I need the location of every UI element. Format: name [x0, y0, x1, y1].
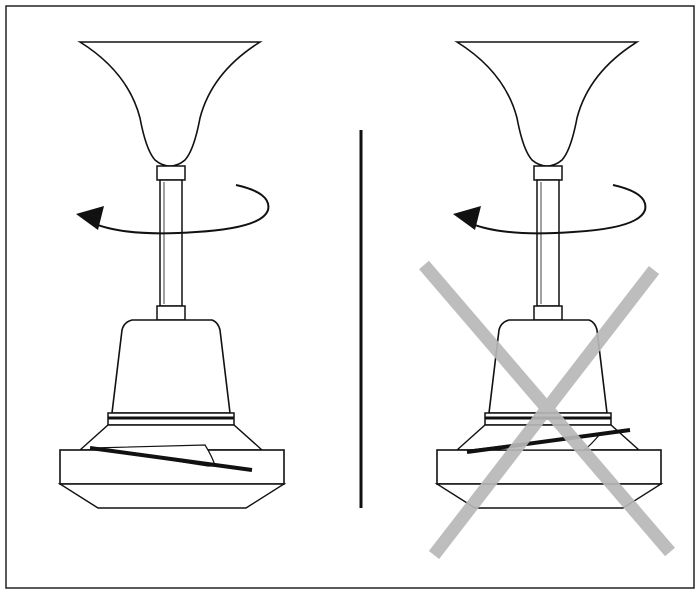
diagram-border	[5, 5, 695, 589]
right-collar-bottom	[533, 305, 563, 321]
right-downrod	[536, 179, 560, 307]
right-rotation-arrow	[460, 184, 647, 235]
left-motor-housing	[111, 319, 231, 414]
right-blade-edge	[466, 428, 631, 454]
left-collar-bottom	[156, 305, 186, 321]
right-fan-panel	[419, 41, 675, 559]
right-canopy	[454, 41, 640, 167]
left-blade-edge	[89, 446, 253, 472]
cross-out-icon	[419, 260, 675, 559]
right-arrowhead-icon	[453, 206, 481, 230]
left-canopy	[77, 41, 263, 167]
left-downrod	[159, 179, 183, 307]
left-arrowhead-icon	[76, 206, 104, 230]
right-collar-top	[533, 165, 563, 181]
right-blade-band	[436, 449, 662, 485]
left-fan-panel	[57, 41, 287, 509]
left-rotation-arrow	[83, 184, 270, 235]
left-collar-top	[156, 165, 186, 181]
